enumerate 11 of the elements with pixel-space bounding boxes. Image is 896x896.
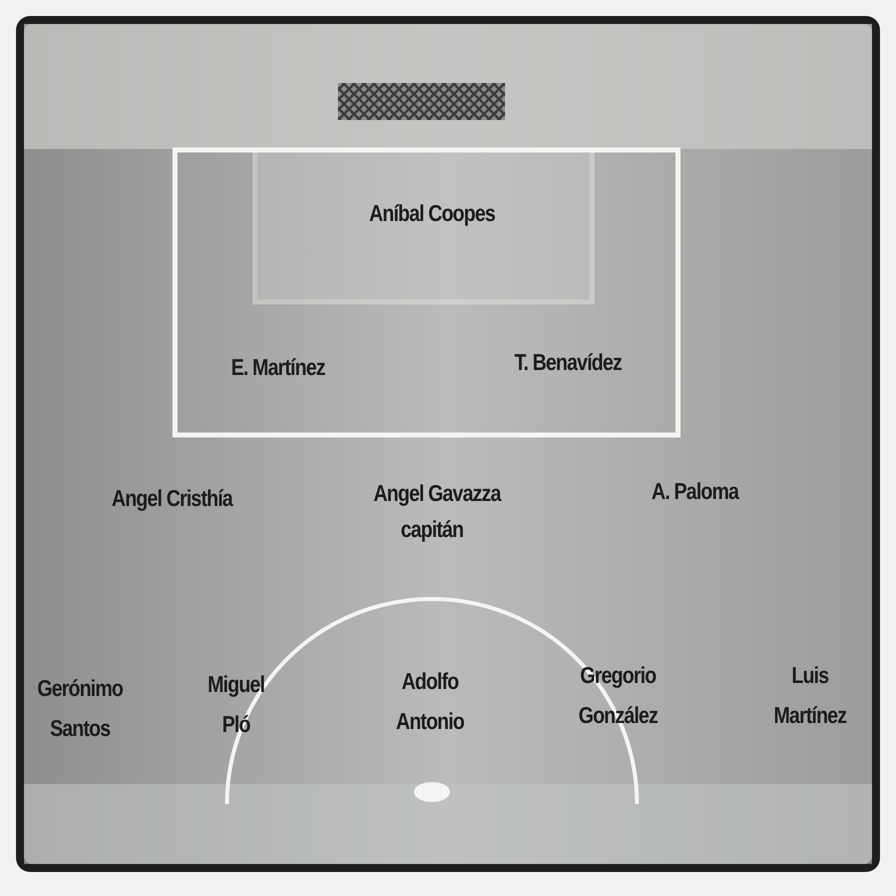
player-name: Angel Cristhía [110, 484, 234, 513]
player-name: T. Benavídez [513, 348, 623, 377]
player-name: Angel Gavazza [372, 479, 502, 508]
player-name: Adolfo Antonio [395, 667, 465, 736]
player-name: Aníbal Coopes [368, 199, 496, 228]
player-name: Gerónimo Santos [36, 674, 124, 743]
player-name: Luis Martínez [772, 661, 848, 730]
player-name: E. Martínez [230, 353, 326, 382]
captain-note: capitán [400, 515, 464, 544]
player-name: A. Paloma [650, 477, 740, 506]
player-name: Gregorio González [578, 661, 659, 730]
